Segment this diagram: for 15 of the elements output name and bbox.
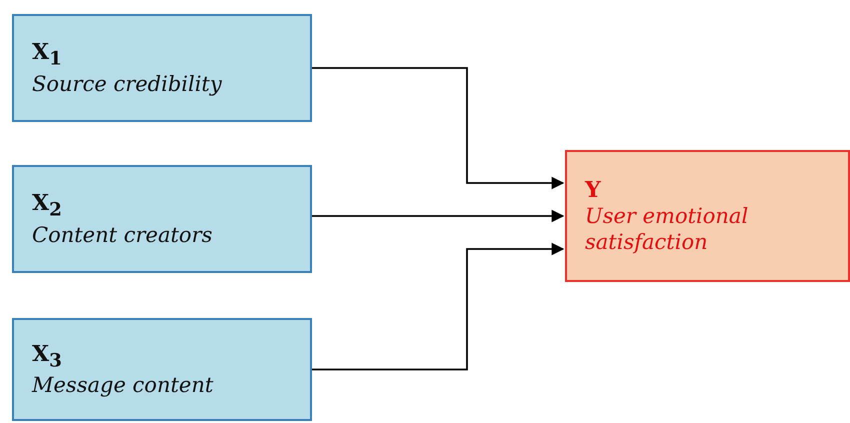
variable-box: [12, 318, 312, 421]
variable-label: Source credibility: [32, 70, 223, 97]
variable-symbol: X$_{1}$: [32, 39, 63, 71]
connector-arrow: [312, 210, 564, 222]
variable-label: Message content: [32, 372, 214, 398]
variable-box: [12, 165, 312, 273]
variable-label: User emotional satisfaction: [585, 202, 750, 256]
connector-arrow: [312, 242, 564, 370]
outcome-box: [565, 150, 850, 282]
variable-symbol: X$_{3}$: [32, 340, 63, 372]
variable-symbol: X$_{2}$: [32, 190, 63, 222]
variable-symbol: Y: [585, 176, 602, 203]
variable-box: [12, 14, 312, 122]
connector-arrow: [312, 67, 564, 190]
variable-label: Content creators: [32, 222, 214, 248]
